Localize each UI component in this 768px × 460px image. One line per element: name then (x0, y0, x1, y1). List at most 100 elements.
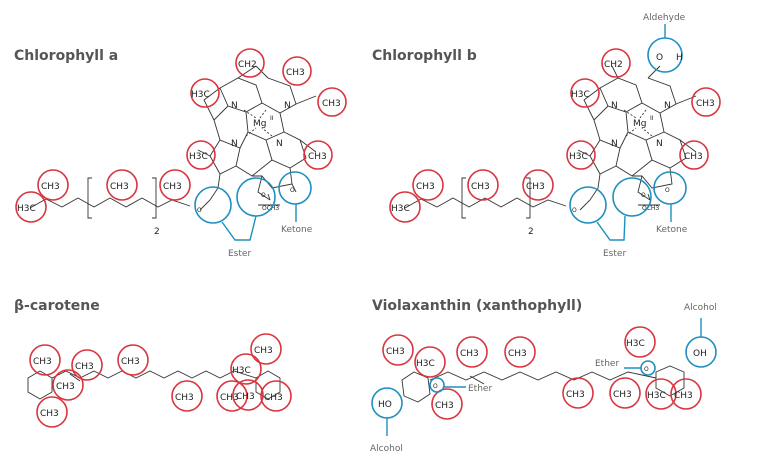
viola-ether-left-callout: Ether (468, 384, 492, 394)
beta-methyl-circle (260, 380, 292, 412)
violaxanthin-title: Violaxanthin (xanthophyll) (372, 298, 582, 314)
chl-a-methyl-label: CH3 (286, 68, 305, 78)
chlorophyll-b-title: Chlorophyll b (372, 48, 477, 64)
viola-methyl-label: H3C (416, 359, 435, 369)
viola-right-ring (655, 365, 685, 397)
chl-b-vinyl-label: CH2 (604, 60, 623, 70)
chl-b-methyl-label: CH3 (471, 182, 490, 192)
viola-methyl-circle (609, 377, 641, 409)
chl-b-methyl-label: H3C (569, 152, 588, 162)
chl-b-methyl-label: CH3 (526, 182, 545, 192)
chl-b-ethyl-circle (691, 87, 721, 117)
chl-a-ketone-o: O (290, 187, 295, 194)
beta-methyl-label: CH3 (33, 357, 52, 367)
chl-b-aldehyde-callout: Aldehyde (643, 13, 686, 23)
viola-ether-right-o: O (644, 366, 649, 373)
chl-b-phytyl-ester-circle (569, 186, 607, 224)
viola-methyl-label: CH3 (508, 349, 527, 359)
viola-methyl-circle (504, 336, 536, 368)
beta-left-ring (27, 370, 53, 400)
chl-a-ketone-circle (278, 171, 312, 205)
chl-b-methyl-label: CH3 (416, 182, 435, 192)
chl-b-ethyl-label: CH3 (696, 99, 715, 109)
chl-b-porphyrin-bonds (577, 65, 697, 211)
chl-a-n4: N (276, 139, 283, 149)
chl-b-n1: N (611, 101, 618, 111)
beta-methyl-circle (230, 353, 262, 385)
beta-methyl-label: CH3 (264, 393, 283, 403)
chl-b-aldehyde-o: O (656, 53, 663, 63)
chl-b-methyl-label: H3C (571, 90, 590, 100)
chl-b-n3: N (611, 139, 618, 149)
beta-carotene-title: β-carotene (14, 298, 100, 314)
chl-b-aldehyde-h: H (676, 53, 683, 63)
viola-methyl-label: CH3 (613, 390, 632, 400)
chl-a-methyl-circle (282, 56, 312, 86)
chl-a-phytyl-ester-circle (194, 186, 232, 224)
beta-carotene-structure: CH3 CH3 CH3 CH3 CH3 CH3 CH3 H3C CH3 CH3 … (27, 333, 292, 428)
viola-methyl-label: CH3 (460, 349, 479, 359)
chl-b-n2: N (664, 101, 671, 111)
chl-b-repeat-index: 2 (528, 227, 534, 237)
viola-ether-left-circle (429, 377, 445, 393)
viola-polyene-chain (429, 371, 657, 381)
chl-a-methyl-label: H3C (17, 204, 36, 214)
beta-methyl-label: H3C (232, 366, 251, 376)
beta-methyl-label: CH3 (75, 362, 94, 372)
chl-a-ester-o: O (261, 192, 266, 199)
chl-b-methyl-circle (679, 140, 709, 170)
chl-b-methyl-circle (566, 140, 596, 170)
beta-methyl-circle (216, 380, 248, 412)
chl-b-ketone-callout: Ketone (656, 225, 688, 235)
chl-a-vinyl-circle (235, 48, 265, 78)
chl-a-methyl-circle (106, 169, 138, 201)
chl-b-mg-charge: II (650, 115, 654, 122)
chl-b-vinyl-circle (601, 48, 631, 78)
chl-a-n2: N (284, 101, 291, 111)
chlorophyll-a-structure: N N N N Mg II CH2 CH3 H3C CH3 H3C CH3 O … (15, 48, 347, 259)
chl-a-methyl-circle (15, 191, 47, 223)
chl-a-porphyrin-bonds (197, 65, 317, 211)
chl-a-ketone-callout: Ketone (281, 225, 313, 235)
chl-b-methyl-circle (522, 169, 554, 201)
beta-methyl-label: CH3 (220, 393, 239, 403)
chl-a-phytyl-ester-o: O (197, 207, 202, 214)
chl-a-methyl-label: CH3 (41, 182, 60, 192)
beta-methyl-circle (117, 344, 149, 376)
chl-b-methyl-circle (570, 78, 600, 108)
chl-a-methyl-label: CH3 (308, 152, 327, 162)
beta-polyene-chain (51, 370, 257, 379)
viola-methyl-circle (624, 326, 656, 358)
beta-methyl-circle (29, 344, 61, 376)
viola-alcohol-right-label: OH (693, 349, 707, 359)
beta-methyl-circle (232, 379, 264, 411)
viola-alcohol-left-callout: Alcohol (370, 444, 403, 454)
chl-a-methyl-circle (159, 169, 191, 201)
chl-a-methyl-circle (190, 78, 220, 108)
viola-methyl-circle (431, 388, 463, 420)
viola-methyl-label: CH3 (386, 347, 405, 357)
viola-methyl-label: CH3 (674, 391, 693, 401)
chl-b-phytyl-ester-o: O (572, 207, 577, 214)
chl-b-ester-callout: Ester (603, 249, 626, 259)
beta-methyl-circle (52, 369, 84, 401)
viola-methyl-circle (645, 378, 677, 410)
viola-methyl-circle (562, 377, 594, 409)
viola-methyl-circle (414, 346, 446, 378)
chl-a-methyl-label: H3C (191, 90, 210, 100)
chl-a-mg-charge: II (270, 115, 274, 122)
chl-b-ketone-o: O (665, 187, 670, 194)
viola-methyl-circle (382, 334, 414, 366)
beta-methyl-circle (71, 349, 103, 381)
beta-methyl-label: CH3 (254, 346, 273, 356)
viola-ether-left-o: O (433, 383, 438, 390)
chl-a-methyl-circle (37, 169, 69, 201)
chl-a-ethyl-circle (317, 87, 347, 117)
beta-methyl-label: CH3 (236, 392, 255, 402)
chl-a-repeat-index: 2 (154, 227, 160, 237)
viola-methyl-label: H3C (626, 339, 645, 349)
chl-a-mg: Mg (253, 119, 266, 129)
chl-a-methyl-label: CH3 (163, 182, 182, 192)
chl-a-vinyl-label: CH2 (238, 60, 257, 70)
